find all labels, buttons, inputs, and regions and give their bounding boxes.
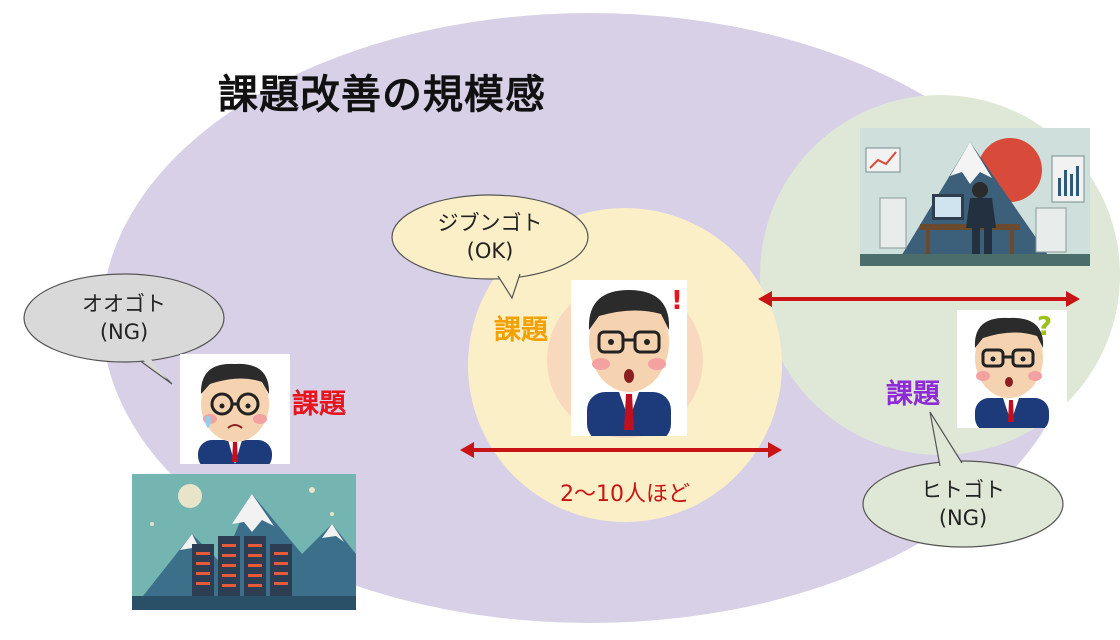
bubble-left-line2: (NG) [99,320,149,344]
speech-bubble-center [391,194,589,300]
speech-bubble-left [23,273,225,385]
page-title: 課題改善の規模感 [218,72,546,118]
bubble-right-text: ヒトゴト (NG) [893,476,1033,532]
confused-man-illustration: ? [957,310,1067,428]
speech-bubble-right [862,411,1064,548]
overworked-office-illustration [860,128,1090,266]
bubble-right-line1: ヒトゴト [921,478,1005,502]
worried-man-illustration [180,354,290,464]
kadai-label-right: 課題 [886,379,940,410]
kadai-label-center: 課題 [494,315,548,346]
double-arrow-right [758,291,1080,307]
bubble-right-line2: (NG) [938,506,988,530]
mountain-servers-illustration [132,474,356,610]
bubble-center-line1: ジブンゴト [437,211,543,235]
double-arrow-center [460,442,782,458]
question-icon: ? [1037,312,1053,342]
bubble-center-line2: (OK) [466,239,514,263]
kadai-label-left: 課題 [292,389,346,420]
bubble-center-text: ジブンゴト (OK) [420,209,560,265]
bubble-left-line1: オオゴト [82,292,166,316]
range-label: 2〜10人ほど [560,482,690,507]
bubble-left-text: オオゴト (NG) [54,290,194,346]
exclamation-icon: ! [671,286,683,316]
surprised-man-illustration: ! [571,280,687,436]
